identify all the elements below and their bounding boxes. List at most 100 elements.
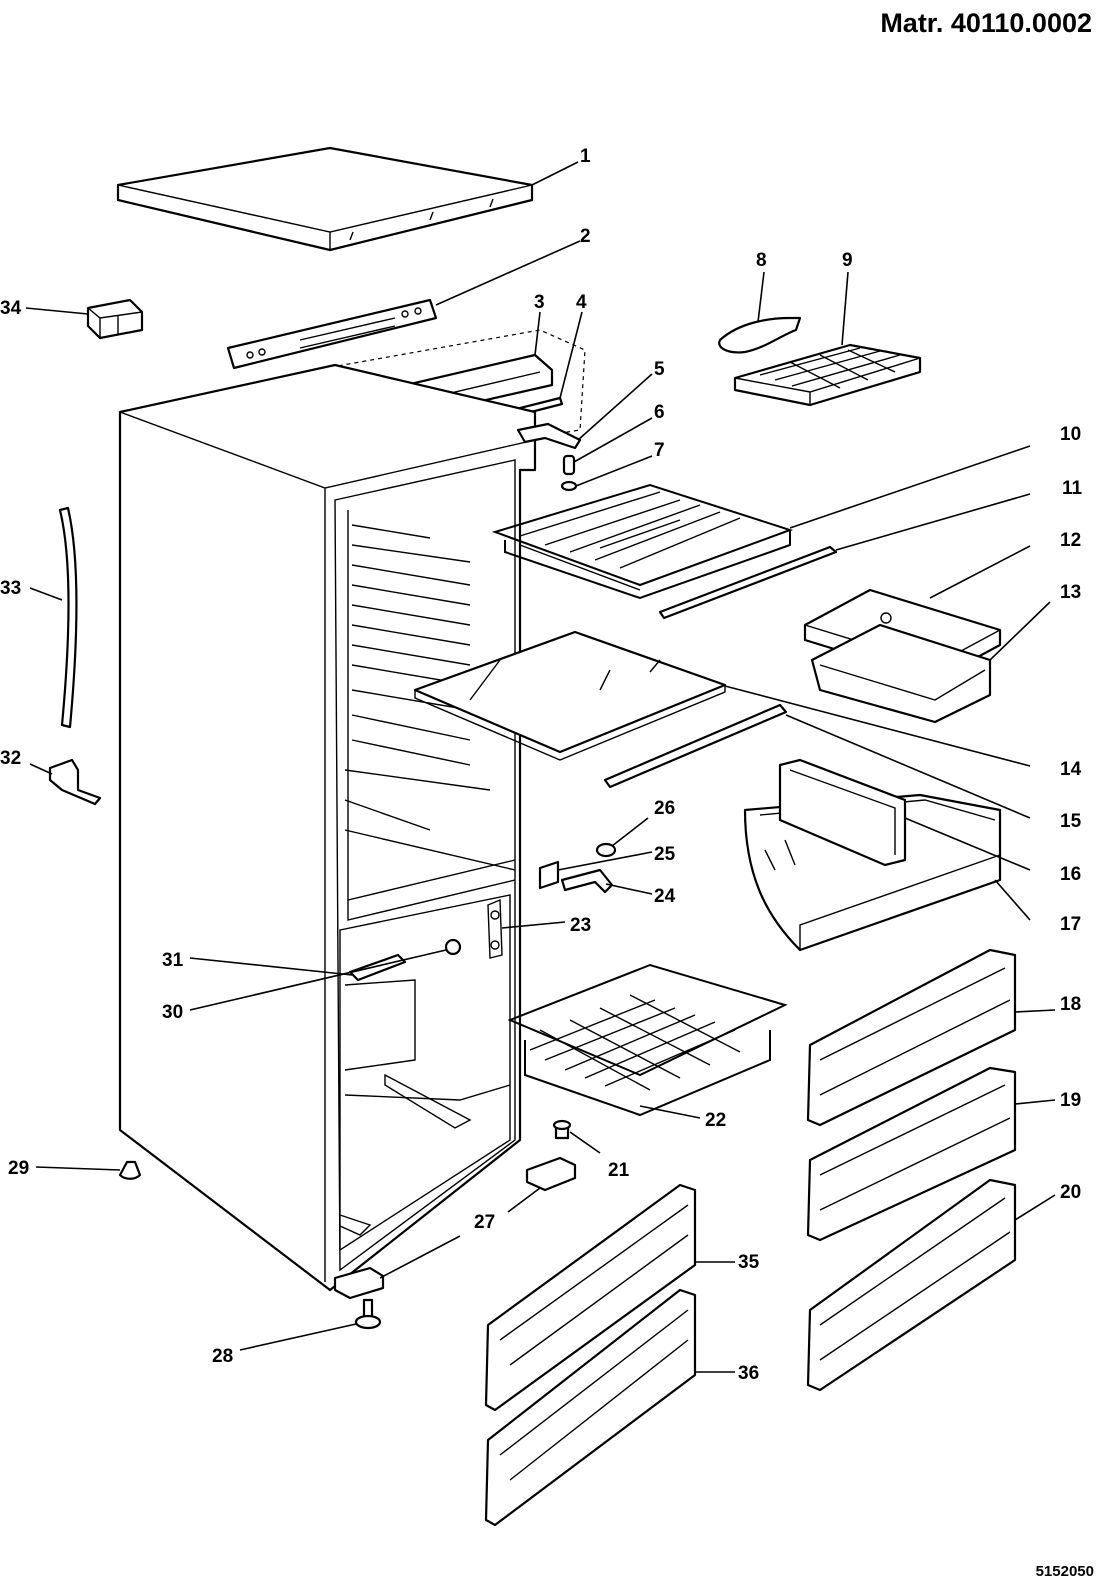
svg-text:14: 14: [1060, 759, 1082, 780]
callout-4: 4: [559, 292, 587, 399]
svg-text:16: 16: [1060, 864, 1081, 885]
callout-18: 18: [1014, 994, 1081, 1015]
part-22-wire-basket: [507, 963, 788, 1117]
svg-text:24: 24: [654, 886, 676, 907]
callout-36: 36: [695, 1363, 759, 1384]
part-7-washer: [560, 480, 578, 492]
svg-text:31: 31: [162, 950, 184, 971]
svg-text:7: 7: [654, 440, 665, 461]
callout-28: 28: [212, 1323, 357, 1367]
part-31-handle: [348, 953, 407, 982]
callout-13: 13: [989, 582, 1081, 661]
svg-text:30: 30: [162, 1002, 183, 1023]
callout-12: 12: [929, 530, 1081, 599]
part-35-freezer-flap: [484, 1183, 697, 1412]
svg-text:18: 18: [1060, 994, 1081, 1015]
svg-text:17: 17: [1060, 914, 1081, 935]
part-21-adjustable-foot: [552, 1119, 572, 1140]
callout-35: 35: [695, 1252, 760, 1273]
part-33-door-gasket-strip: [58, 506, 78, 729]
svg-text:12: 12: [1060, 530, 1081, 551]
svg-text:27: 27: [474, 1212, 495, 1233]
callout-16: 16: [904, 817, 1081, 885]
part-34-hinge-cover: [86, 298, 144, 340]
callout-7: 7: [575, 440, 665, 487]
callout-30: 30: [162, 949, 447, 1023]
callout-6: 6: [573, 402, 665, 463]
callout-25: 25: [557, 844, 676, 871]
callout-14: 14: [724, 685, 1082, 780]
part-1-top-cover: [116, 146, 534, 252]
callout-20: 20: [1014, 1182, 1081, 1221]
svg-text:13: 13: [1060, 582, 1081, 603]
callout-27: 27: [379, 1187, 541, 1279]
part-10-wire-shelf: [491, 483, 794, 600]
svg-text:29: 29: [8, 1158, 29, 1179]
part-18-door-balcony: [806, 948, 1017, 1127]
part-13-dairy-box: [810, 623, 992, 724]
svg-text:34: 34: [0, 298, 22, 319]
callout-11: 11: [835, 478, 1083, 551]
svg-text:33: 33: [0, 578, 21, 599]
svg-text:19: 19: [1060, 1090, 1081, 1111]
svg-text:11: 11: [1062, 478, 1083, 499]
callout-24: 24: [605, 883, 676, 907]
svg-text:23: 23: [570, 915, 591, 936]
svg-text:25: 25: [654, 844, 676, 865]
callout-3: 3: [534, 292, 545, 356]
svg-text:22: 22: [705, 1110, 726, 1131]
callout-15: 15: [785, 714, 1082, 832]
part-27-hinge-plate-lower: [333, 1266, 385, 1300]
callout-23: 23: [501, 915, 591, 936]
svg-text:9: 9: [842, 250, 853, 271]
svg-text:26: 26: [654, 798, 675, 819]
callout-10: 10: [789, 424, 1081, 529]
part-11-trim-strip: [658, 545, 838, 620]
svg-text:21: 21: [608, 1160, 630, 1181]
part-5-top-hinge: [516, 422, 582, 450]
svg-text:5: 5: [654, 359, 665, 380]
callout-9: 9: [841, 250, 853, 346]
svg-text:15: 15: [1060, 811, 1082, 832]
part-32-bottom-hinge: [48, 758, 102, 806]
callout-32: 32: [0, 748, 53, 775]
part-8-ice-scoop: [718, 316, 802, 354]
part-2-control-panel: [226, 298, 438, 370]
part-25-bracket: [538, 860, 560, 890]
part-36-freezer-flap: [484, 1288, 697, 1527]
part-27-hinge-plate: [525, 1156, 577, 1192]
callout-5: 5: [577, 359, 665, 441]
callout-2: 2: [435, 226, 591, 306]
callout-26: 26: [611, 798, 675, 847]
part-30-screw: [444, 938, 462, 956]
part-14-glass-shelf: [413, 630, 727, 761]
callout-8: 8: [756, 250, 767, 323]
callout-34: 34: [0, 298, 89, 319]
part-20-door-balcony: [806, 1178, 1017, 1392]
part-9-ice-tray: [733, 343, 922, 407]
svg-text:3: 3: [534, 292, 545, 313]
callout-19: 19: [1014, 1090, 1081, 1111]
part-15-shelf-trim: [603, 703, 788, 789]
callout-17: 17: [994, 879, 1081, 935]
part-16-crisper-divider: [778, 758, 907, 867]
callout-31: 31: [162, 950, 353, 976]
svg-text:4: 4: [576, 292, 587, 313]
svg-text:2: 2: [580, 226, 591, 247]
fridge-cabinet: [118, 363, 537, 1292]
part-19-door-balcony: [806, 1066, 1017, 1242]
callout-29: 29: [8, 1158, 121, 1179]
svg-text:8: 8: [756, 250, 767, 271]
svg-text:10: 10: [1060, 424, 1081, 445]
svg-text:1: 1: [580, 146, 591, 167]
svg-text:36: 36: [738, 1363, 759, 1384]
svg-text:6: 6: [654, 402, 665, 423]
part-29-foot-cap: [118, 1160, 142, 1180]
drawing-number: 5152050: [1036, 1563, 1094, 1580]
material-code: Matr. 40110.0002: [880, 8, 1092, 38]
part-28-adjustable-foot: [354, 1298, 382, 1330]
svg-text:20: 20: [1060, 1182, 1081, 1203]
svg-text:28: 28: [212, 1346, 233, 1367]
svg-text:32: 32: [0, 748, 21, 769]
